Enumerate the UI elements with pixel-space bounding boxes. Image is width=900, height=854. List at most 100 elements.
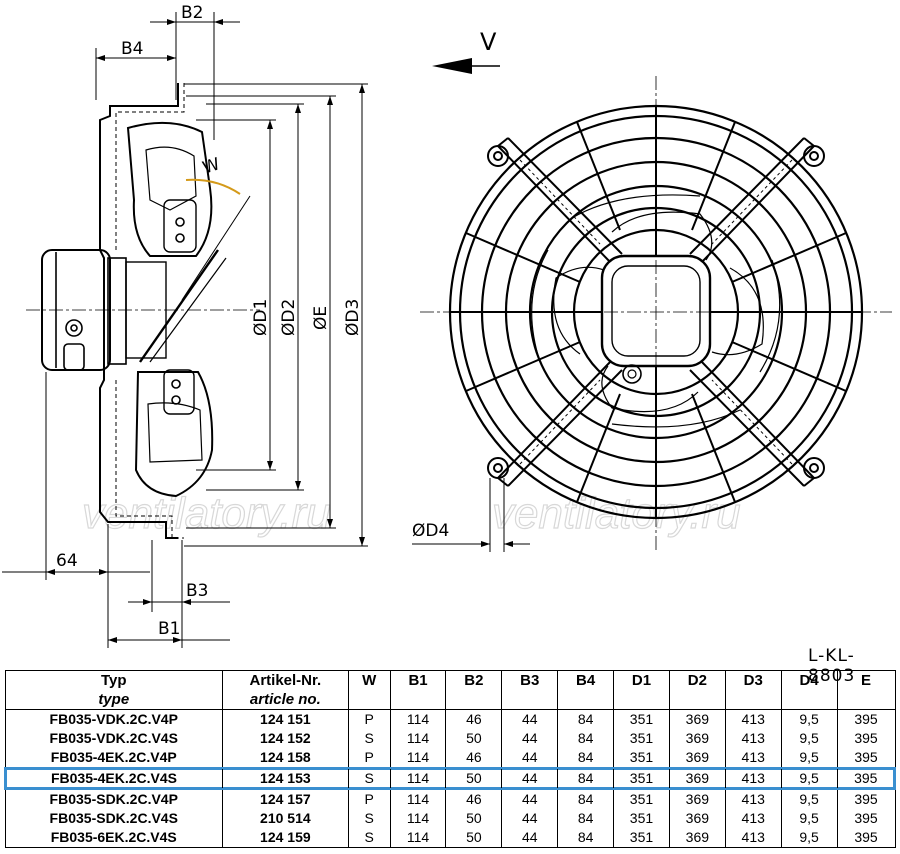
side-view-labels: B2 B4 W ØD1 ØD2 ØE ØD3 64 B3 B1 xyxy=(56,3,363,639)
cell-w: S xyxy=(347,809,391,828)
cell-w: S xyxy=(347,828,391,848)
label-d1: ØD1 xyxy=(251,299,271,336)
label-w: W xyxy=(200,154,222,178)
label-b3: B3 xyxy=(186,581,208,601)
cell-type: FB035-6EK.2C.V4S xyxy=(4,828,223,848)
cell-article: 124 153 xyxy=(221,767,349,790)
cell-type: FB035-SDK.2C.V4P xyxy=(4,789,223,809)
cell-e: 395 xyxy=(836,789,896,809)
front-view xyxy=(420,76,892,552)
cell-d1: 351 xyxy=(613,767,670,790)
view-direction-arrow xyxy=(432,58,500,74)
cell-d4: 9,5 xyxy=(780,729,838,748)
cell-e: 395 xyxy=(836,748,896,768)
label-d4: ØD4 xyxy=(412,521,449,541)
cell-d4: 9,5 xyxy=(780,709,838,729)
cell-b1: 114 xyxy=(389,809,446,828)
cell-d2: 369 xyxy=(668,828,726,848)
header-d2: D2 xyxy=(668,670,726,690)
cell-d4: 9,5 xyxy=(780,748,838,768)
cell-d2: 369 xyxy=(668,809,726,828)
spec-table: Typ Artikel-Nr. W B1 B2 B3 B4 D1 D2 D3 D… xyxy=(3,670,896,848)
header-type: Typ xyxy=(4,670,223,690)
header-article-en: article no. xyxy=(249,691,321,708)
cell-b2: 50 xyxy=(445,828,502,848)
cell-b3: 44 xyxy=(501,748,558,768)
watermark-left: ventilatory.ru xyxy=(82,489,331,538)
cell-article: 124 158 xyxy=(221,748,349,768)
cell-w: P xyxy=(347,748,391,768)
cell-b1: 114 xyxy=(389,789,446,809)
side-view xyxy=(26,83,260,539)
label-b1: B1 xyxy=(158,619,180,639)
view-label: V xyxy=(480,28,497,56)
header-e: E xyxy=(836,670,896,690)
cell-w: S xyxy=(347,767,391,790)
cell-b4: 84 xyxy=(557,809,614,828)
cell-b2: 46 xyxy=(445,789,502,809)
cell-b4: 84 xyxy=(557,748,614,768)
cell-type: FB035-SDK.2C.V4S xyxy=(4,809,223,828)
cell-d2: 369 xyxy=(668,709,726,729)
cell-type: FB035-4EK.2C.V4P xyxy=(4,748,223,768)
cell-e: 395 xyxy=(836,709,896,729)
cell-b3: 44 xyxy=(501,809,558,828)
header-b1: B1 xyxy=(389,670,446,690)
cell-b4: 84 xyxy=(557,789,614,809)
cell-d4: 9,5 xyxy=(780,828,838,848)
cell-b1: 114 xyxy=(389,767,446,790)
header-row-en: type article no. xyxy=(4,690,896,710)
cell-b2: 50 xyxy=(445,729,502,748)
cell-d3: 413 xyxy=(724,828,782,848)
cell-e: 395 xyxy=(836,828,896,848)
cell-d4: 9,5 xyxy=(780,809,838,828)
cell-e: 395 xyxy=(836,767,896,790)
cell-d4: 9,5 xyxy=(780,767,838,790)
cell-d3: 413 xyxy=(724,729,782,748)
cell-d3: 413 xyxy=(724,789,782,809)
header-b3: B3 xyxy=(501,670,558,690)
cell-w: P xyxy=(347,789,391,809)
label-d3: ØD3 xyxy=(343,299,363,336)
d4-dimension xyxy=(412,478,530,552)
cell-type: FB035-VDK.2C.V4P xyxy=(4,709,223,729)
cell-d4: 9,5 xyxy=(780,789,838,809)
cell-d1: 351 xyxy=(613,809,670,828)
cell-d1: 351 xyxy=(613,828,670,848)
cell-d3: 413 xyxy=(724,748,782,768)
cell-d3: 413 xyxy=(724,809,782,828)
header-article: Artikel-Nr. xyxy=(221,670,349,690)
label-d2: ØD2 xyxy=(279,299,299,336)
cell-b2: 50 xyxy=(445,767,502,790)
cell-d2: 369 xyxy=(668,729,726,748)
cell-b1: 114 xyxy=(389,709,446,729)
header-type-en: type xyxy=(98,691,130,708)
header-w: W xyxy=(347,670,391,690)
side-view-dimensions xyxy=(2,12,368,648)
cell-b3: 44 xyxy=(501,789,558,809)
cell-b1: 114 xyxy=(389,828,446,848)
cell-b4: 84 xyxy=(557,709,614,729)
cell-b3: 44 xyxy=(501,767,558,790)
technical-drawing: ventilatory.ru ventilatory.ru xyxy=(2,3,892,648)
cell-article: 124 157 xyxy=(221,789,349,809)
cell-d2: 369 xyxy=(668,767,726,790)
label-e: ØE xyxy=(311,306,331,330)
cell-e: 395 xyxy=(836,809,896,828)
header-b2: B2 xyxy=(445,670,502,690)
cell-w: P xyxy=(347,709,391,729)
cell-d2: 369 xyxy=(668,748,726,768)
label-b4: B4 xyxy=(121,39,143,59)
header-row: Typ Artikel-Nr. W B1 B2 B3 B4 D1 D2 D3 D… xyxy=(4,670,896,690)
cell-d1: 351 xyxy=(613,709,670,729)
cell-b2: 46 xyxy=(445,709,502,729)
label-64: 64 xyxy=(56,551,78,571)
label-b2: B2 xyxy=(181,3,203,23)
